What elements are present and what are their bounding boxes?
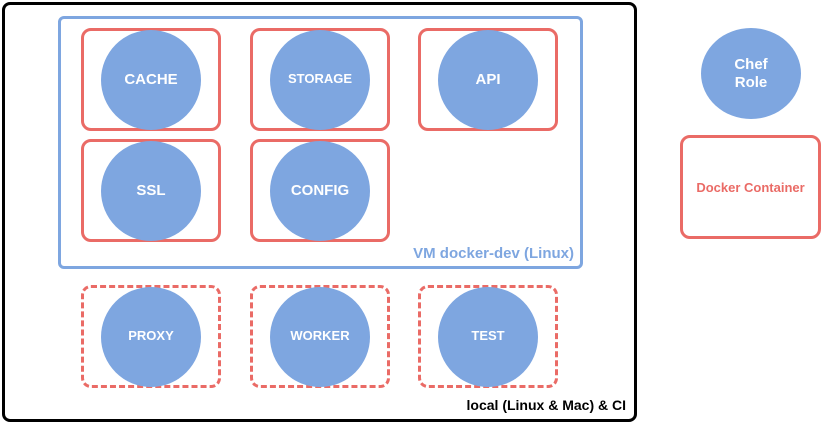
docker-container-api: API	[418, 28, 558, 131]
local-ci-label: local (Linux & Mac) & CI	[466, 397, 626, 413]
role-label-cache: CACHE	[124, 70, 178, 88]
role-label-worker: WORKER	[290, 328, 350, 344]
docker-container-proxy: PROXY	[81, 285, 221, 388]
docker-container-storage: STORAGE	[250, 28, 390, 131]
docker-container-config: CONFIG	[250, 139, 390, 242]
role-label-ssl: SSL	[136, 181, 166, 199]
legend-chef-role-line2: Role	[734, 73, 768, 91]
chef-role-storage: STORAGE	[270, 29, 370, 130]
chef-role-cache: CACHE	[101, 29, 201, 130]
chef-role-test: TEST	[438, 286, 538, 387]
role-label-api: API	[475, 70, 501, 88]
docker-container-test: TEST	[418, 285, 558, 388]
chef-role-api: API	[438, 29, 538, 130]
docker-container-ssl: SSL	[81, 139, 221, 242]
chef-role-config: CONFIG	[270, 140, 370, 241]
chef-role-worker: WORKER	[270, 286, 370, 387]
local-ci-environment: local (Linux & Mac) & CI	[2, 2, 637, 422]
chef-role-ssl: SSL	[101, 140, 201, 241]
role-label-config: CONFIG	[290, 181, 350, 199]
legend-docker-container-label: Docker Container	[696, 179, 805, 195]
role-label-proxy: PROXY	[128, 328, 174, 344]
chef-role-proxy: PROXY	[101, 286, 201, 387]
vm-docker-dev: VM docker-dev (Linux)	[58, 16, 583, 269]
legend-chef-role-line1: Chef	[734, 56, 768, 74]
role-label-storage: STORAGE	[287, 71, 353, 87]
legend-docker-container: Docker Container	[680, 135, 821, 239]
vm-label: VM docker-dev (Linux)	[413, 245, 574, 262]
docker-container-cache: CACHE	[81, 28, 221, 131]
role-label-test: TEST	[471, 328, 505, 344]
legend-chef-role: Chef Role	[701, 28, 801, 119]
docker-container-worker: WORKER	[250, 285, 390, 388]
